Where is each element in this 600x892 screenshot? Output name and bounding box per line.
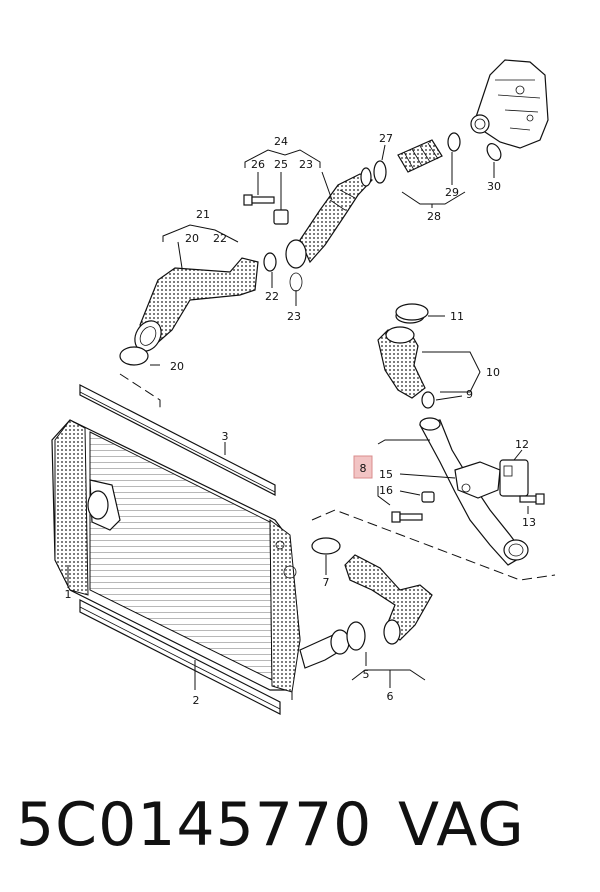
bolt-16 xyxy=(391,491,435,523)
part-number: 5C0145770 xyxy=(16,790,373,860)
air-guide-3 xyxy=(79,384,276,496)
air-guide-2 xyxy=(79,599,281,715)
clamp-11 xyxy=(395,303,429,321)
label-7: 7 xyxy=(323,576,330,589)
nut-25 xyxy=(273,209,289,225)
label-2: 2 xyxy=(193,694,200,707)
brand-name: VAG xyxy=(398,790,525,860)
label-29: 29 xyxy=(445,186,459,199)
label-25: 25 xyxy=(274,158,288,171)
hose-10 xyxy=(377,308,435,409)
hose-6 xyxy=(311,537,433,651)
label-23-low: 23 xyxy=(287,310,301,323)
guide-line-8 xyxy=(311,509,556,581)
guide-line-20 xyxy=(119,373,161,412)
bolt-13 xyxy=(519,493,545,505)
bolt-26 xyxy=(243,194,275,206)
label-6: 6 xyxy=(387,690,394,703)
label-12: 12 xyxy=(515,438,529,451)
callout-labels: 24 26 25 23 27 29 30 28 21 20 22 22 23 2… xyxy=(65,132,537,707)
exploded-parts-diagram: 24 26 25 23 27 29 30 28 21 20 22 22 23 2… xyxy=(51,59,556,715)
label-13: 13 xyxy=(522,516,536,529)
label-11: 11 xyxy=(450,310,464,323)
sensor-12 xyxy=(499,459,529,497)
label-30: 30 xyxy=(487,180,501,193)
hose-21 xyxy=(119,257,259,366)
label-24: 24 xyxy=(274,135,288,148)
label-22-top: 22 xyxy=(213,232,227,245)
highlight-box-8 xyxy=(353,455,373,479)
pipe-23 xyxy=(263,167,373,292)
label-28: 28 xyxy=(427,210,441,223)
label-10: 10 xyxy=(486,366,500,379)
label-23-top: 23 xyxy=(299,158,313,171)
label-22-low: 22 xyxy=(265,290,279,303)
label-21: 21 xyxy=(196,208,210,221)
hose-28 xyxy=(373,132,461,184)
label-16: 16 xyxy=(379,484,393,497)
leader-lines xyxy=(67,144,529,690)
part-info-footer: 5C0145770 VAG xyxy=(0,770,600,880)
throttle-body xyxy=(470,59,549,161)
label-20-low: 20 xyxy=(170,360,184,373)
label-8: 8 xyxy=(360,462,367,475)
intercooler-1 xyxy=(51,419,350,700)
pipe-8 xyxy=(419,417,529,566)
label-26: 26 xyxy=(251,158,265,171)
label-15: 15 xyxy=(379,468,393,481)
label-20-top: 20 xyxy=(185,232,199,245)
label-1: 1 xyxy=(65,588,72,601)
label-9: 9 xyxy=(466,388,473,401)
label-27: 27 xyxy=(379,132,393,145)
label-3: 3 xyxy=(222,430,229,443)
label-5: 5 xyxy=(363,668,370,681)
